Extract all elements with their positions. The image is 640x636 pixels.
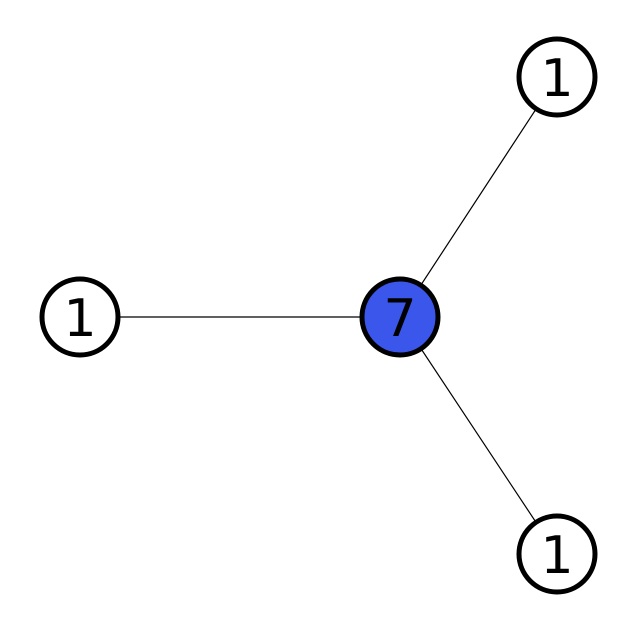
graph-node-bottom-right [516,513,598,595]
graph-edge-center-bottom-right [399,316,558,555]
graph-node-label-top-right: 1 [540,49,573,109]
graph-node-label-left: 1 [63,289,96,349]
graph-node-top-right [516,36,598,118]
graph-edge-center-top-right [399,76,558,318]
graph-node-label-center: 7 [383,289,416,349]
graph-node-center [359,276,441,358]
graph-node-left [39,276,121,358]
graph-node-label-bottom-right: 1 [540,526,573,586]
